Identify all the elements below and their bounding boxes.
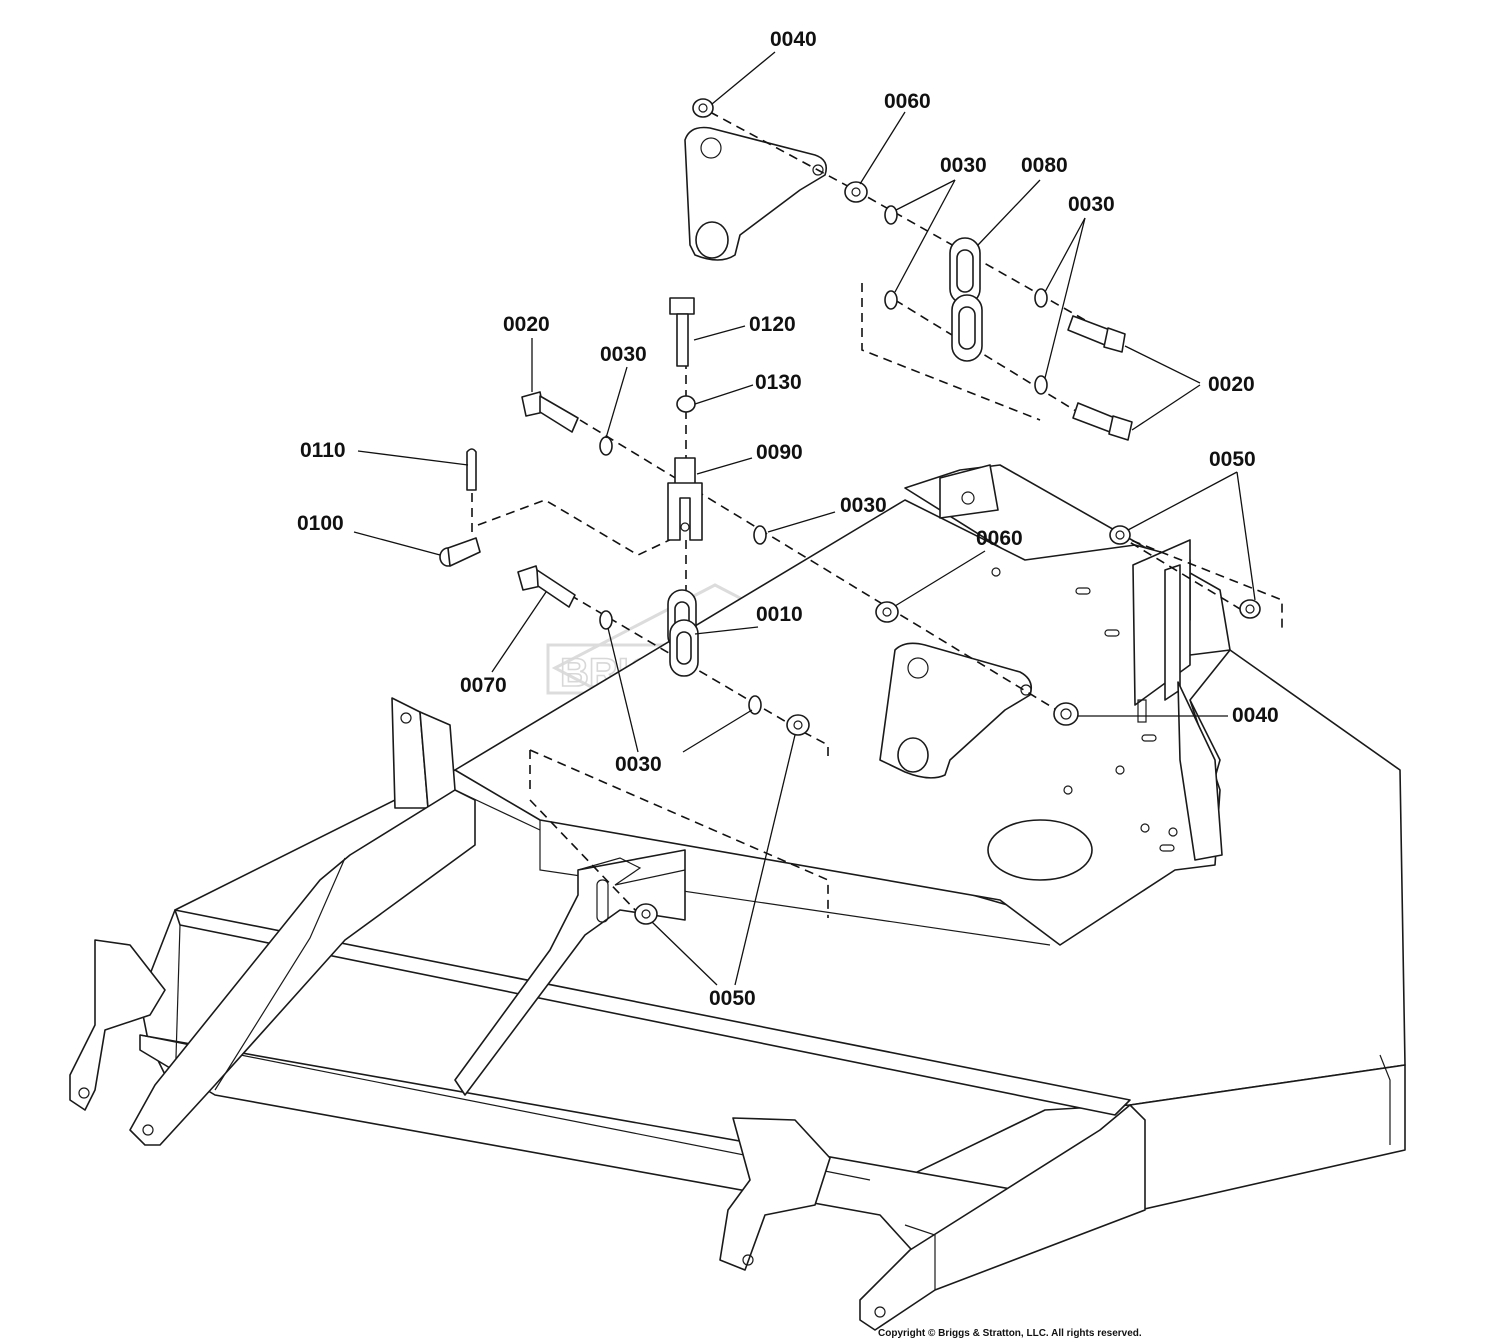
assembly-paths [471,111,1283,918]
callout-0010: 0010 [756,603,803,626]
callout-0090: 0090 [756,441,803,464]
callout-0080: 0080 [1021,154,1068,177]
copyright-notice: Copyright © Briggs & Stratton, LLC. All … [878,1328,1142,1339]
callout-0030: 0030 [600,343,647,366]
nut-0050-right-a [1109,525,1131,545]
clevis-0090 [667,457,703,541]
chain-0010 [667,589,699,677]
callout-0130: 0130 [755,371,802,394]
callout-0110: 0110 [300,439,346,462]
bolt-0120 [669,297,695,367]
callout-labels: 0040 0060 0030 0080 0030 0020 0030 0120 … [297,28,1279,1010]
nut-0060-lower [875,601,899,623]
callout-0070: 0070 [460,674,507,697]
nut-0060-upper [844,181,868,203]
link-plate-upper [684,126,828,261]
callout-0060: 0060 [884,90,931,113]
callout-0030: 0030 [615,753,662,776]
bolt-0070 [517,565,576,608]
nut-0040-top [692,98,714,118]
callout-0040: 0040 [1232,704,1279,727]
chain-0080 [949,237,983,362]
cotter-pin-0110 [466,448,477,491]
callout-0050: 0050 [709,987,756,1010]
callout-0030: 0030 [840,494,887,517]
bolt-0020-left [521,391,579,433]
callout-0100: 0100 [297,512,344,535]
nut-0050-lower-b [634,903,658,925]
callout-0020: 0020 [503,313,550,336]
callout-0060: 0060 [976,527,1023,550]
hardware [439,98,1261,925]
nut-0050-right-b [1239,599,1261,619]
nut-0040-lower [1053,702,1079,726]
callout-0030: 0030 [1068,193,1115,216]
callout-0050: 0050 [1209,448,1256,471]
callout-0020: 0020 [1208,373,1255,396]
callout-0040: 0040 [770,28,817,51]
bolts-0020-right [1067,315,1133,441]
link-plate-lower [879,642,1033,779]
nut-0050-lower-a [786,714,810,736]
callout-0120: 0120 [749,313,796,336]
callout-0030: 0030 [940,154,987,177]
nut-0130 [676,395,696,413]
mower-deck [69,464,1406,1331]
leader-lines [353,51,1256,986]
clevis-pin-0100 [439,537,481,567]
washers-0030 [599,205,1048,715]
